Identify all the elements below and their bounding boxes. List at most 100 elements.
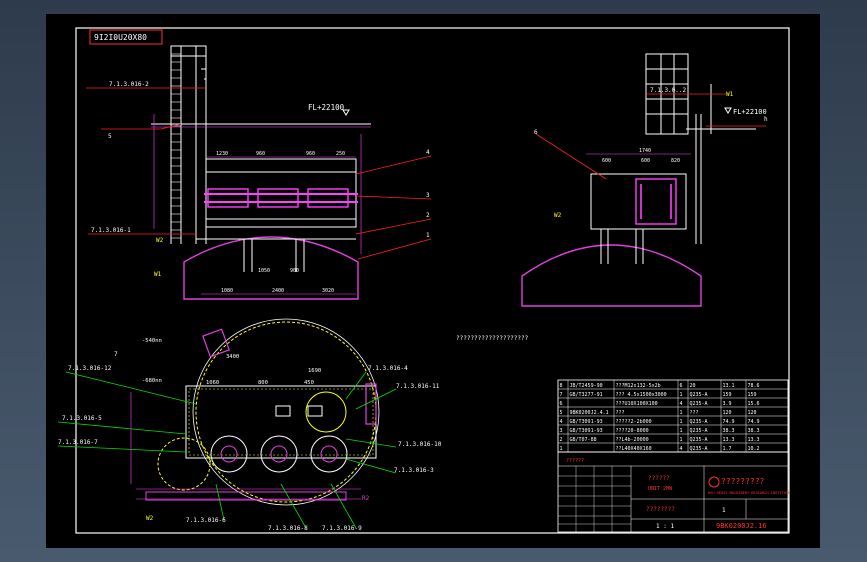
bom-cell: Q235-A — [690, 392, 708, 398]
plan-view: -540nn -680nn 3400 1690 1060 800 450 — [57, 318, 442, 532]
bom-cell: 74.9 — [723, 419, 735, 425]
plan-callout-11: 7.1.3.016-11 — [396, 383, 440, 390]
plan-tank-outline — [195, 321, 377, 503]
elevation-mark-side — [724, 107, 732, 114]
bom-cell: 78.6 — [748, 383, 760, 389]
plan-dim-2: -680nn — [142, 378, 162, 384]
front-dim-7: 1080 — [221, 288, 233, 294]
plan-callout-6: 7.1.3.016-6 — [186, 517, 226, 524]
bom-cell: 7 — [560, 392, 563, 398]
bom-cell: ???U10X100X100 — [616, 401, 658, 407]
plan-dim-7: 450 — [304, 380, 314, 386]
plan-callout-7: 7 — [114, 351, 118, 358]
bom-cell: 8 — [560, 383, 563, 389]
plan-leaders — [57, 371, 397, 529]
bom-cell: ?????2-2b000 — [616, 419, 652, 425]
callout-side-1: 6 — [534, 129, 538, 136]
bom-cell: 74.9 — [748, 419, 760, 425]
drawing-sheet: 9I2I0U20X80 FL+22100 — [46, 14, 820, 548]
callout-side-w2: W2 — [554, 212, 562, 219]
callout-front-5: 2 — [426, 212, 430, 219]
callout-front-6: 1 — [426, 232, 430, 239]
plan-dim-6: 800 — [258, 380, 268, 386]
title-project: ?????? — [648, 475, 670, 482]
drawing-number-top: 9I2I0U20X80 — [94, 33, 147, 42]
bom-cell: ??L4b-20000 — [616, 437, 649, 443]
ladder-rungs — [171, 53, 181, 239]
plan-dim-3: 3400 — [226, 354, 239, 360]
bom-cell: 6 — [560, 401, 563, 407]
bom-cell: Q235-A — [690, 437, 708, 443]
callout-side-w1: W1 — [726, 91, 734, 98]
title-scale: 1 : 1 — [656, 523, 674, 530]
side-dim-4: 820 — [671, 158, 680, 164]
side-dim-2: 600 — [602, 158, 611, 164]
plan-dim-4: 1690 — [308, 368, 321, 374]
bom-cell: 1 — [680, 419, 683, 425]
callout-front-w1: W1 — [154, 271, 162, 278]
bom-cell: 13.3 — [723, 437, 735, 443]
revision-grid — [558, 466, 631, 532]
side-dim-1: 1740 — [639, 148, 651, 154]
bom-cell: 13.3 — [748, 437, 760, 443]
front-elevation: FL+22100 1230 960 96 — [86, 45, 432, 300]
front-dim-4: 250 — [336, 151, 345, 157]
front-dim-1: 1230 — [216, 151, 228, 157]
bom-cell: GB/T3277-91 — [570, 392, 603, 398]
callout-front-4: 3 — [426, 192, 430, 199]
front-leaders — [86, 87, 432, 260]
elevation-front-label: FL+22100 — [308, 103, 345, 112]
bom-cell: GB/T3091-93 — [570, 428, 603, 434]
bom-cell: 13.1 — [723, 383, 735, 389]
callout-front-2: 5 — [108, 133, 112, 140]
bom-cell: 15.6 — [748, 401, 760, 407]
side-leaders — [535, 93, 766, 180]
plan-dim-1: -540nn — [142, 338, 162, 344]
drawing-number-box — [89, 29, 163, 45]
bom-cell: GB/T07-88 — [570, 437, 597, 443]
side-elevation: FL+22100 1740 600 600 820 6 7 — [521, 53, 768, 307]
plan-nozzle — [365, 383, 377, 425]
bom-cell: ??? — [616, 410, 625, 416]
bom-cell: 1 — [560, 446, 563, 452]
cad-drawing: 9I2I0U20X80 FL+22100 — [57, 27, 790, 534]
plan-tank-shell — [192, 318, 380, 506]
bom-cell: 3.9 — [723, 401, 732, 407]
front-dim-8: 2400 — [272, 288, 284, 294]
bom-cell: 4 — [680, 401, 683, 407]
bom-cell: Q235-A — [690, 419, 708, 425]
bom-cell: Q235-A — [690, 401, 708, 407]
front-dim-3: 960 — [306, 151, 315, 157]
bom-cell: 120 — [723, 410, 732, 416]
side-dim-3: 600 — [641, 158, 650, 164]
bom-cell: 120 — [748, 410, 757, 416]
bom-cell: ??? — [690, 410, 699, 416]
drawing-frame — [75, 27, 790, 534]
bom-cell: 9BK0200J2.4.1 — [570, 410, 609, 416]
title-block: ?????? ?????? UNIT 2MW ???????? 1 : 1 ??… — [557, 451, 790, 533]
side-filter — [635, 178, 677, 225]
company-logo-icon — [708, 476, 720, 488]
title-code: 9BK0200J2.16 — [716, 522, 767, 530]
bom-cell: 1 — [680, 392, 683, 398]
bom-cell: 10.2 — [748, 446, 760, 452]
side-frame — [590, 173, 687, 230]
side-tank — [521, 244, 702, 307]
plan-callout-9: 7.1.3.016-9 — [322, 525, 362, 532]
title-block-header: ?????? — [566, 458, 584, 464]
plan-callout-3: 7.1.3.016-3 — [394, 467, 434, 474]
bom-cell: 1 — [680, 410, 683, 416]
plan-callout-7b: 7.1.3.016-7 — [58, 439, 98, 446]
plan-callout-10: 7.1.3.016-10 — [398, 441, 442, 448]
title-unit: UNIT 2MW — [648, 486, 673, 492]
callout-front-w2: W2 — [156, 237, 164, 244]
bom-cell: ????20-8000 — [616, 428, 649, 434]
plan-filters — [157, 391, 348, 491]
front-dim-9: 3020 — [322, 288, 334, 294]
bom-cell: 5 — [560, 410, 563, 416]
side-ladder — [645, 53, 712, 244]
filter-units — [204, 188, 358, 208]
front-dim-5: 1050 — [258, 268, 270, 274]
